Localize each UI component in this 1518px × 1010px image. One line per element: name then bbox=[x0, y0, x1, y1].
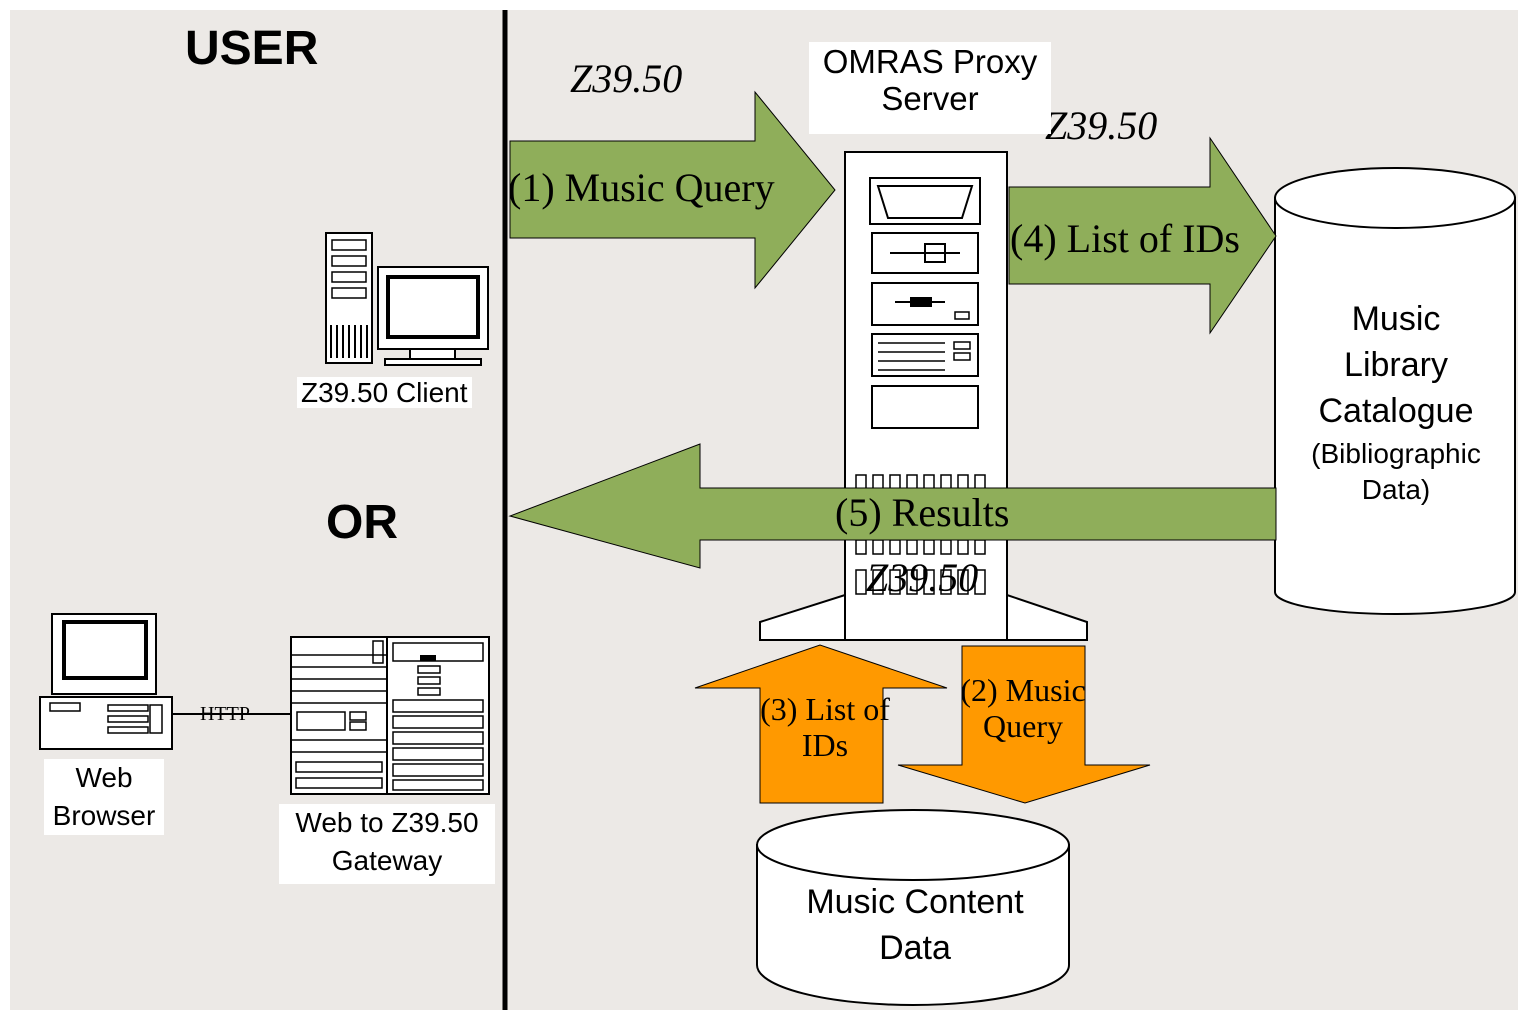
list-of-ids-up-line1: (3) List of bbox=[760, 691, 890, 727]
music-query-arrow-label: (1) Music Query bbox=[508, 165, 775, 210]
list-of-ids-arrow-up bbox=[694, 644, 948, 804]
http-label: HTTP bbox=[200, 703, 250, 725]
z3950-client-computer-icon bbox=[325, 232, 489, 366]
music-query-arrow-down bbox=[897, 645, 1151, 804]
omras-proxy-server-line1: OMRAS Proxy bbox=[822, 43, 1038, 80]
content-line1: Music Content bbox=[806, 883, 1024, 921]
gateway-line2: Gateway bbox=[331, 844, 443, 876]
catalogue-line3: Catalogue bbox=[1318, 391, 1474, 430]
catalogue-line2: Library bbox=[1344, 345, 1448, 384]
music-library-catalogue-label: Music Library Catalogue bbox=[1285, 297, 1507, 435]
list-of-ids-up-line2: IDs bbox=[801, 726, 849, 763]
catalogue-line1: Music bbox=[1351, 300, 1441, 338]
omras-proxy-server-line2: Server bbox=[881, 79, 979, 117]
z3950-client-label: Z39.50 Client bbox=[297, 377, 472, 409]
music-content-data-label: Music Content Data bbox=[770, 880, 1060, 972]
gateway-server-icon bbox=[290, 636, 490, 795]
web-browser-line1: Web bbox=[75, 762, 133, 793]
user-section-title: USER bbox=[185, 22, 319, 75]
music-query-down-line2: Query bbox=[983, 707, 1063, 744]
music-query-down-label: (2) Music Query bbox=[935, 672, 1111, 745]
music-library-catalogue-cylinder bbox=[1274, 167, 1516, 615]
omras-server-tower-icon bbox=[759, 151, 1088, 641]
omras-proxy-server-label: OMRAS Proxy Server bbox=[809, 42, 1051, 134]
z3950-protocol-label-middle: Z39.50 bbox=[866, 555, 979, 600]
gateway-line1: Web to Z39.50 bbox=[295, 807, 479, 838]
catalogue-line4: (Bibliographic bbox=[1311, 438, 1481, 469]
list-of-ids-arrow-label: (4) List of IDs bbox=[1010, 216, 1240, 261]
list-of-ids-up-label: (3) List of IDs bbox=[745, 691, 905, 764]
music-query-arrow bbox=[509, 90, 836, 290]
music-content-data-cylinder bbox=[756, 809, 1070, 1006]
catalogue-line5: Data) bbox=[1361, 474, 1431, 506]
content-line2: Data bbox=[879, 928, 951, 967]
list-of-ids-arrow-right bbox=[1008, 136, 1277, 335]
web-browser-line2: Browser bbox=[52, 799, 156, 831]
music-query-down-line1: (2) Music bbox=[960, 672, 1086, 708]
z3950-protocol-label-top-left: Z39.50 bbox=[570, 56, 683, 101]
results-arrow bbox=[508, 443, 1277, 569]
results-arrow-label: (5) Results bbox=[835, 490, 1010, 535]
web-browser-computer-icon bbox=[39, 613, 173, 750]
or-separator-label: OR bbox=[326, 496, 398, 549]
z3950-protocol-label-top-right: Z39.50 bbox=[1045, 103, 1158, 148]
bibliographic-data-label: (Bibliographic Data) bbox=[1285, 436, 1507, 509]
web-browser-label: Web Browser bbox=[44, 759, 164, 835]
gateway-label: Web to Z39.50 Gateway bbox=[279, 804, 495, 884]
